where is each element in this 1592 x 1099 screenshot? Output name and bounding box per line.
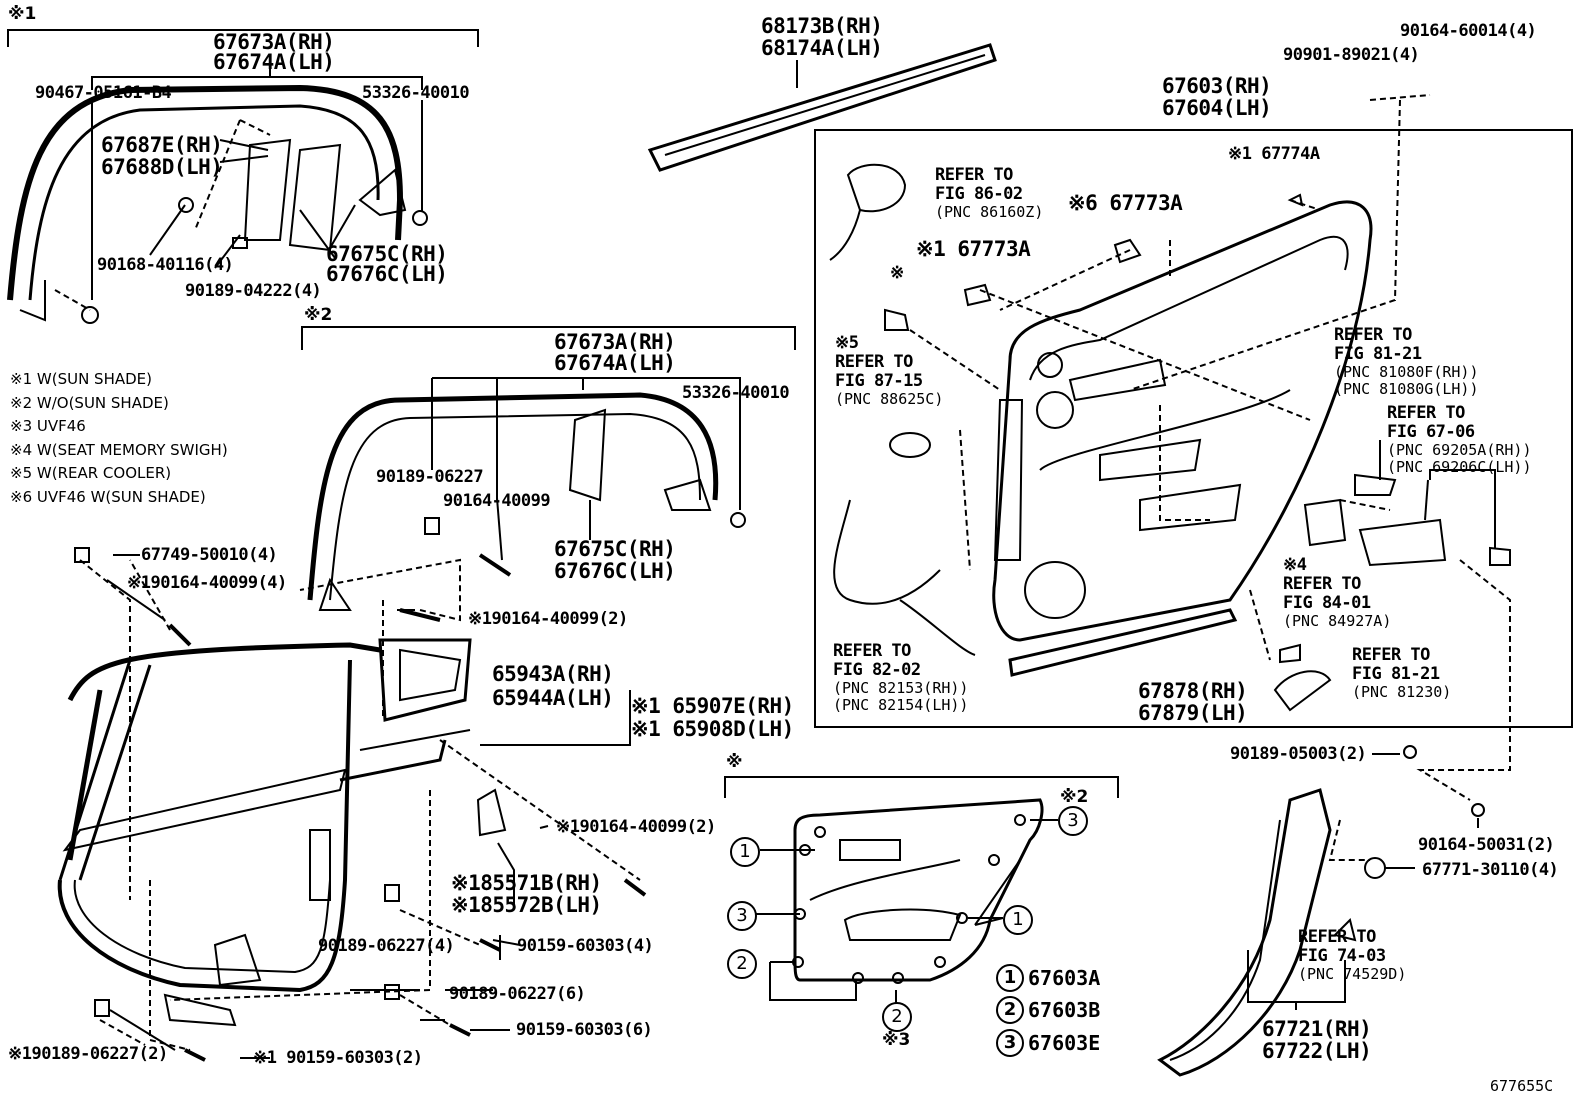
part-label-65908d[interactable]: ※1 65908D(LH) <box>631 717 794 741</box>
part-label-90164-40099-4[interactable]: ※190164-40099(4) <box>127 573 287 593</box>
part-label-90467[interactable]: 90467-05161-B4 <box>35 83 172 103</box>
part-label-67771[interactable]: 67771-30110(4) <box>1422 860 1559 880</box>
part-label-90189-06227-4[interactable]: 90189-06227(4) <box>318 936 455 956</box>
callout-circle-3: 3 <box>1058 806 1088 836</box>
part-label-67773a-1[interactable]: ※1 67773A <box>916 237 1031 261</box>
note-inner-panel-2: ※2 <box>1060 787 1089 807</box>
key-circle-2: 2 <box>996 996 1024 1024</box>
legend-item: ※4 W(SEAT MEMORY SWIGH) <box>10 440 228 459</box>
callout-circle-1: 1 <box>730 837 760 867</box>
key-item-3: 3 67603E <box>996 1029 1100 1057</box>
part-label-67878[interactable]: 67878(RH) <box>1138 679 1248 703</box>
part-label-90189-06227-2[interactable]: ※190189-06227(2) <box>8 1044 168 1064</box>
part-label-67749[interactable]: 67749-50010(4) <box>141 545 278 565</box>
note-inner-panel: ※ <box>726 752 743 772</box>
key-part-67603b[interactable]: 67603B <box>1028 998 1101 1022</box>
part-label-67675c-top[interactable]: 67675C(RH) <box>326 242 448 266</box>
part-label-67675c-mid[interactable]: 67675C(RH) <box>554 537 676 561</box>
part-label-67676c-top[interactable]: 67676C(LH) <box>326 262 448 286</box>
legend-item: ※3 UVF46 <box>10 417 86 435</box>
note-sun-shade: ※1 <box>8 4 37 24</box>
part-label-90189-06227-6[interactable]: 90189-06227(6) <box>449 984 586 1004</box>
key-item-1: 1 67603A <box>996 964 1100 992</box>
part-label-90164-40099-2b[interactable]: ※190164-40099(2) <box>556 817 716 837</box>
legend-item: ※5 W(REAR COOLER) <box>10 464 172 482</box>
part-label-68173b[interactable]: 68173B(RH) <box>761 14 883 38</box>
part-label-90901[interactable]: 90901-89021(4) <box>1283 45 1420 65</box>
legend-item: ※2 W/O(SUN SHADE) <box>10 393 169 412</box>
part-label-90159-60303-4[interactable]: 90159-60303(4) <box>517 936 654 956</box>
key-part-67603a[interactable]: 67603A <box>1028 966 1101 990</box>
part-label-67674a-top[interactable]: 67674A(LH) <box>213 50 335 74</box>
part-label-67773a-6[interactable]: ※6 67773A <box>1068 191 1183 215</box>
callout-circle-3: 3 <box>727 901 757 931</box>
part-label-90189-04222[interactable]: 90189-04222(4) <box>185 281 322 301</box>
part-label-67604[interactable]: 67604(LH) <box>1162 96 1272 120</box>
key-part-67603e[interactable]: 67603E <box>1028 1031 1101 1055</box>
key-circle-1: 1 <box>996 964 1024 992</box>
part-label-90164-40099-2a[interactable]: ※190164-40099(2) <box>468 609 628 629</box>
part-label-90164-40099-mid[interactable]: 90164-40099 <box>443 491 551 511</box>
part-label-90164-50031[interactable]: 90164-50031(2) <box>1418 835 1555 855</box>
key-item-2: 2 67603B <box>996 996 1100 1024</box>
part-label-85572b[interactable]: ※185572B(LH) <box>451 893 602 917</box>
part-label-90159-60303-6[interactable]: 90159-60303(6) <box>516 1020 653 1040</box>
part-label-90159-60303-2[interactable]: ※1 90159-60303(2) <box>253 1048 423 1068</box>
part-label-67721[interactable]: 67721(RH) <box>1262 1017 1372 1041</box>
part-label-67879[interactable]: 67879(LH) <box>1138 701 1248 725</box>
part-label-90164-60014[interactable]: 90164-60014(4) <box>1400 21 1537 41</box>
figure-code: 677655C <box>1490 1077 1554 1095</box>
legend-item: ※6 UVF46 W(SUN SHADE) <box>10 487 206 506</box>
part-label-67774a[interactable]: ※1 67774A <box>1228 144 1320 164</box>
callout-circle-2: 2 <box>882 1002 912 1032</box>
part-label-53326-top[interactable]: 53326-40010 <box>362 83 470 103</box>
part-label-65943a[interactable]: 65943A(RH) <box>492 662 614 686</box>
condition-legend: ※1 W(SUN SHADE) ※2 W/O(SUN SHADE) ※3 UVF… <box>10 368 228 509</box>
note-inner-panel-3: ※3 <box>882 1030 911 1050</box>
part-label-53326-mid[interactable]: 53326-40010 <box>682 383 790 403</box>
part-label-67673a-mid[interactable]: 67673A(RH) <box>554 330 676 354</box>
part-label-67722[interactable]: 67722(LH) <box>1262 1039 1372 1063</box>
part-label-90168[interactable]: 90168-40116(4) <box>97 255 234 275</box>
note-wo-sun-shade: ※2 <box>304 305 333 325</box>
part-label-67688d[interactable]: 67688D(LH) <box>101 155 223 179</box>
part-label-67674a-mid[interactable]: 67674A(LH) <box>554 351 676 375</box>
part-label-67603[interactable]: 67603(RH) <box>1162 74 1272 98</box>
part-label-67676c-mid[interactable]: 67676C(LH) <box>554 559 676 583</box>
callout-circle-1: 1 <box>1003 905 1033 935</box>
part-label-65944a[interactable]: 65944A(LH) <box>492 686 614 710</box>
callout-circle-2: 2 <box>727 949 757 979</box>
part-label-65907e[interactable]: ※1 65907E(RH) <box>631 694 794 718</box>
part-label-67673a-top[interactable]: 67673A(RH) <box>213 30 335 54</box>
part-label-67687e[interactable]: 67687E(RH) <box>101 133 223 157</box>
part-label-85571b[interactable]: ※185571B(RH) <box>451 871 602 895</box>
part-label-68174a[interactable]: 68174A(LH) <box>761 36 883 60</box>
part-label-90189-06227-mid[interactable]: 90189-06227 <box>376 467 484 487</box>
part-label-star: ※ <box>890 263 904 283</box>
part-label-90189-05003[interactable]: 90189-05003(2) <box>1230 744 1367 764</box>
key-circle-3: 3 <box>996 1029 1024 1057</box>
legend-item: ※1 W(SUN SHADE) <box>10 370 152 388</box>
